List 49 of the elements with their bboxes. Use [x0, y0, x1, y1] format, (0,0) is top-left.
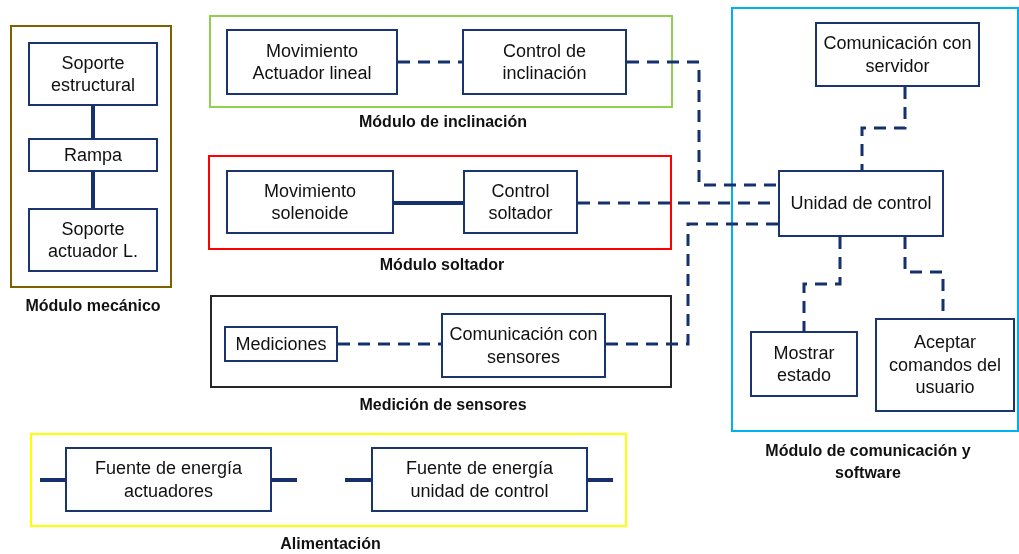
box-label: Aceptar comandos del usuario — [887, 331, 1003, 399]
box-label: Movimiento Actuador lineal — [251, 39, 373, 85]
process-box — [462, 29, 627, 95]
process-box — [226, 170, 394, 234]
process-box — [463, 170, 578, 234]
module-title: Módulo soltador — [378, 255, 506, 275]
module-title: Módulo mecánico — [24, 296, 162, 316]
connector-line — [606, 222, 778, 346]
connector-line — [627, 60, 778, 187]
box-label: Comunicación con servidor — [822, 32, 973, 77]
process-box — [778, 170, 944, 237]
process-box — [441, 313, 606, 378]
process-box — [28, 138, 158, 172]
connector-line — [394, 201, 463, 205]
connector-line — [345, 478, 371, 482]
box-label: Mediciones — [235, 332, 327, 356]
box-label: Soporte estructural — [49, 51, 136, 97]
connector-line — [338, 342, 441, 346]
box-label: Fuente de energía unidad de control — [404, 457, 555, 502]
box-label: Control soltador — [487, 179, 554, 225]
process-box — [815, 22, 980, 87]
box-label: Unidad de control — [790, 192, 932, 215]
box-label: Soporte actuador L. — [46, 217, 140, 263]
box-label: Comunicación con sensores — [448, 323, 599, 368]
process-box — [28, 42, 158, 106]
connector-line — [398, 60, 462, 64]
module-title: Módulo de comunicación y software — [764, 441, 972, 483]
connector-line — [40, 478, 65, 482]
process-box — [226, 29, 398, 95]
process-box — [371, 447, 588, 512]
process-box — [28, 208, 158, 272]
process-box — [750, 331, 858, 397]
box-label: Rampa — [64, 143, 122, 167]
connector-line — [802, 237, 842, 331]
module-title: Medición de sensores — [358, 395, 528, 415]
connector-line — [91, 106, 95, 138]
module-title: Módulo de inclinación — [358, 112, 528, 132]
process-box — [224, 326, 338, 362]
box-label: Fuente de energía actuadores — [93, 457, 244, 502]
process-box — [65, 447, 272, 512]
process-box — [875, 318, 1015, 412]
box-label: Movimiento solenoide — [263, 179, 357, 225]
connector-line — [860, 87, 907, 170]
connector-line — [272, 478, 297, 482]
box-label: Control de inclinación — [501, 39, 588, 85]
connector-line — [588, 478, 613, 482]
box-label: Mostrar estado — [772, 341, 836, 387]
connector-line — [91, 172, 95, 208]
module-title: Alimentación — [279, 534, 382, 554]
